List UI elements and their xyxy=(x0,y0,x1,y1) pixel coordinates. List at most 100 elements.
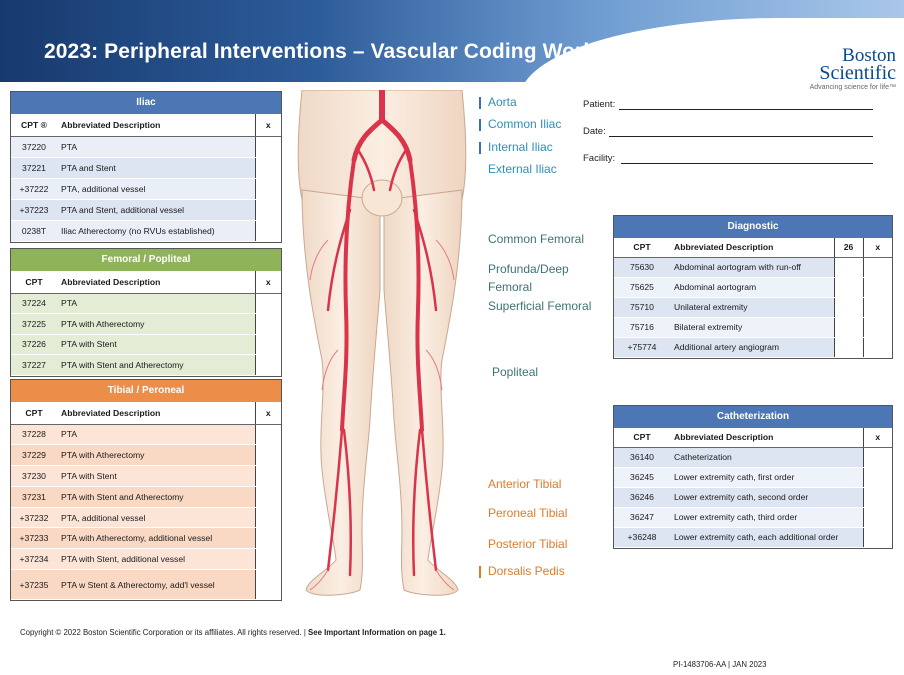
cpt-code: 37221 xyxy=(11,157,57,179)
label-popliteal-text: Popliteal xyxy=(492,365,539,379)
header-banner: 2023: Peripheral Interventions – Vascula… xyxy=(0,0,904,82)
modifier-26-checkbox[interactable] xyxy=(833,316,863,338)
cpt-code: 75630 xyxy=(614,257,670,278)
cpt-code: 75625 xyxy=(614,277,670,298)
cpt-code: 75716 xyxy=(614,317,670,338)
cpt-code: +37232 xyxy=(11,507,57,529)
left-common-iliac-artery xyxy=(351,117,385,163)
right-femoral-artery xyxy=(408,158,424,432)
modifier-26-checkbox[interactable] xyxy=(833,276,863,298)
cpt-code: +75774 xyxy=(614,337,670,358)
label-aorta: Aorta xyxy=(479,95,517,109)
label-posterior-tibial: Posterior Tibial xyxy=(488,537,567,551)
select-checkbox[interactable] xyxy=(254,465,281,487)
select-checkbox[interactable] xyxy=(862,486,892,508)
left-profunda-artery xyxy=(326,208,352,312)
left-internal-iliac-artery xyxy=(356,148,376,192)
patient-line xyxy=(619,109,873,110)
select-checkbox[interactable] xyxy=(862,316,892,338)
select-checkbox[interactable] xyxy=(254,444,281,467)
patient-field[interactable]: Patient: xyxy=(583,99,875,110)
facility-label: Facility: xyxy=(583,153,616,164)
label-dorsalis-pedis-text: Dorsalis Pedis xyxy=(488,564,565,578)
diagnostic-table: Diagnostic CPT Abbreviated Description 2… xyxy=(613,215,893,359)
patient-label: Patient: xyxy=(583,99,616,110)
mod26-header: 26 xyxy=(833,238,863,258)
select-checkbox[interactable] xyxy=(862,276,892,298)
cpt-code: 75710 xyxy=(614,297,670,318)
select-checkbox[interactable] xyxy=(254,485,281,508)
iliac-table: Iliac CPT ® Abbreviated Description x 37… xyxy=(10,91,282,243)
select-checkbox[interactable] xyxy=(862,526,892,548)
cpt-code: 36247 xyxy=(614,507,670,528)
right-leg-shape xyxy=(383,189,463,596)
select-checkbox[interactable] xyxy=(254,423,281,446)
select-checkbox[interactable] xyxy=(254,219,281,242)
select-checkbox[interactable] xyxy=(254,135,281,158)
cpt-code: +36248 xyxy=(614,527,670,548)
label-common-femoral: Common Femoral xyxy=(488,232,584,246)
modifier-26-checkbox[interactable] xyxy=(833,296,863,318)
cpt-code: 37224 xyxy=(11,293,57,314)
select-checkbox[interactable] xyxy=(254,506,281,529)
cpt-code: 36245 xyxy=(614,467,670,488)
select-checkbox[interactable] xyxy=(254,198,281,221)
modifier-26-checkbox[interactable] xyxy=(833,256,863,278)
description: PTA and Stent xyxy=(57,157,255,179)
label-anterior-tibial: Anterior Tibial xyxy=(488,477,561,491)
facility-line xyxy=(621,163,873,164)
label-peroneal-tibial: Peroneal Tibial xyxy=(488,506,567,520)
cpt-code: 37229 xyxy=(11,444,57,467)
description: Lower extremity cath, second order xyxy=(670,487,863,508)
cpt-header: CPT xyxy=(11,271,57,294)
desc-header: Abbreviated Description xyxy=(670,238,834,258)
description: PTA with Stent and Atherectomy xyxy=(57,354,255,376)
modifier-26-checkbox[interactable] xyxy=(833,336,863,358)
select-checkbox[interactable] xyxy=(254,354,281,376)
tibial-title: Tibial / Peroneal xyxy=(11,380,281,402)
select-checkbox[interactable] xyxy=(254,313,281,335)
select-checkbox[interactable] xyxy=(862,336,892,358)
select-checkbox[interactable] xyxy=(254,292,281,314)
date-field[interactable]: Date: xyxy=(583,126,875,137)
select-checkbox[interactable] xyxy=(862,296,892,318)
select-checkbox[interactable] xyxy=(862,466,892,488)
select-checkbox[interactable] xyxy=(862,446,892,468)
select-checkbox[interactable] xyxy=(254,527,281,550)
x-header: x xyxy=(254,271,281,294)
select-checkbox[interactable] xyxy=(254,548,281,571)
label-dorsalis-pedis: Dorsalis Pedis xyxy=(479,564,565,578)
cpt-code: 36140 xyxy=(614,447,670,468)
select-checkbox[interactable] xyxy=(254,156,281,179)
select-checkbox[interactable] xyxy=(254,177,281,200)
cpt-code: 37220 xyxy=(11,136,57,158)
important-info-link[interactable]: See Important Information on page 1. xyxy=(308,628,446,637)
label-profunda-femoral: Femoral xyxy=(488,280,532,294)
cpt-code: 36246 xyxy=(614,487,670,508)
cpt-header: CPT ® xyxy=(11,114,57,137)
select-checkbox[interactable] xyxy=(254,569,281,601)
description: Abdominal aortogram xyxy=(670,277,834,298)
select-checkbox[interactable] xyxy=(862,506,892,528)
select-checkbox[interactable] xyxy=(254,333,281,355)
description: PTA with Stent xyxy=(57,465,255,487)
cpt-header: CPT xyxy=(11,402,57,425)
description: Lower extremity cath, each additional or… xyxy=(670,527,863,548)
cpt-header: CPT xyxy=(614,238,670,258)
select-checkbox[interactable] xyxy=(862,256,892,278)
cpt-code: 37228 xyxy=(11,424,57,446)
right-common-iliac-artery xyxy=(379,117,413,163)
cpt-code: 37225 xyxy=(11,313,57,335)
description: Bilateral extremity xyxy=(670,317,834,338)
description: PTA with Stent and Atherectomy xyxy=(57,486,255,508)
right-profunda-artery xyxy=(412,208,438,312)
desc-header: Abbreviated Description xyxy=(57,271,255,294)
description: Lower extremity cath, third order xyxy=(670,507,863,528)
facility-field[interactable]: Facility: xyxy=(583,153,875,164)
